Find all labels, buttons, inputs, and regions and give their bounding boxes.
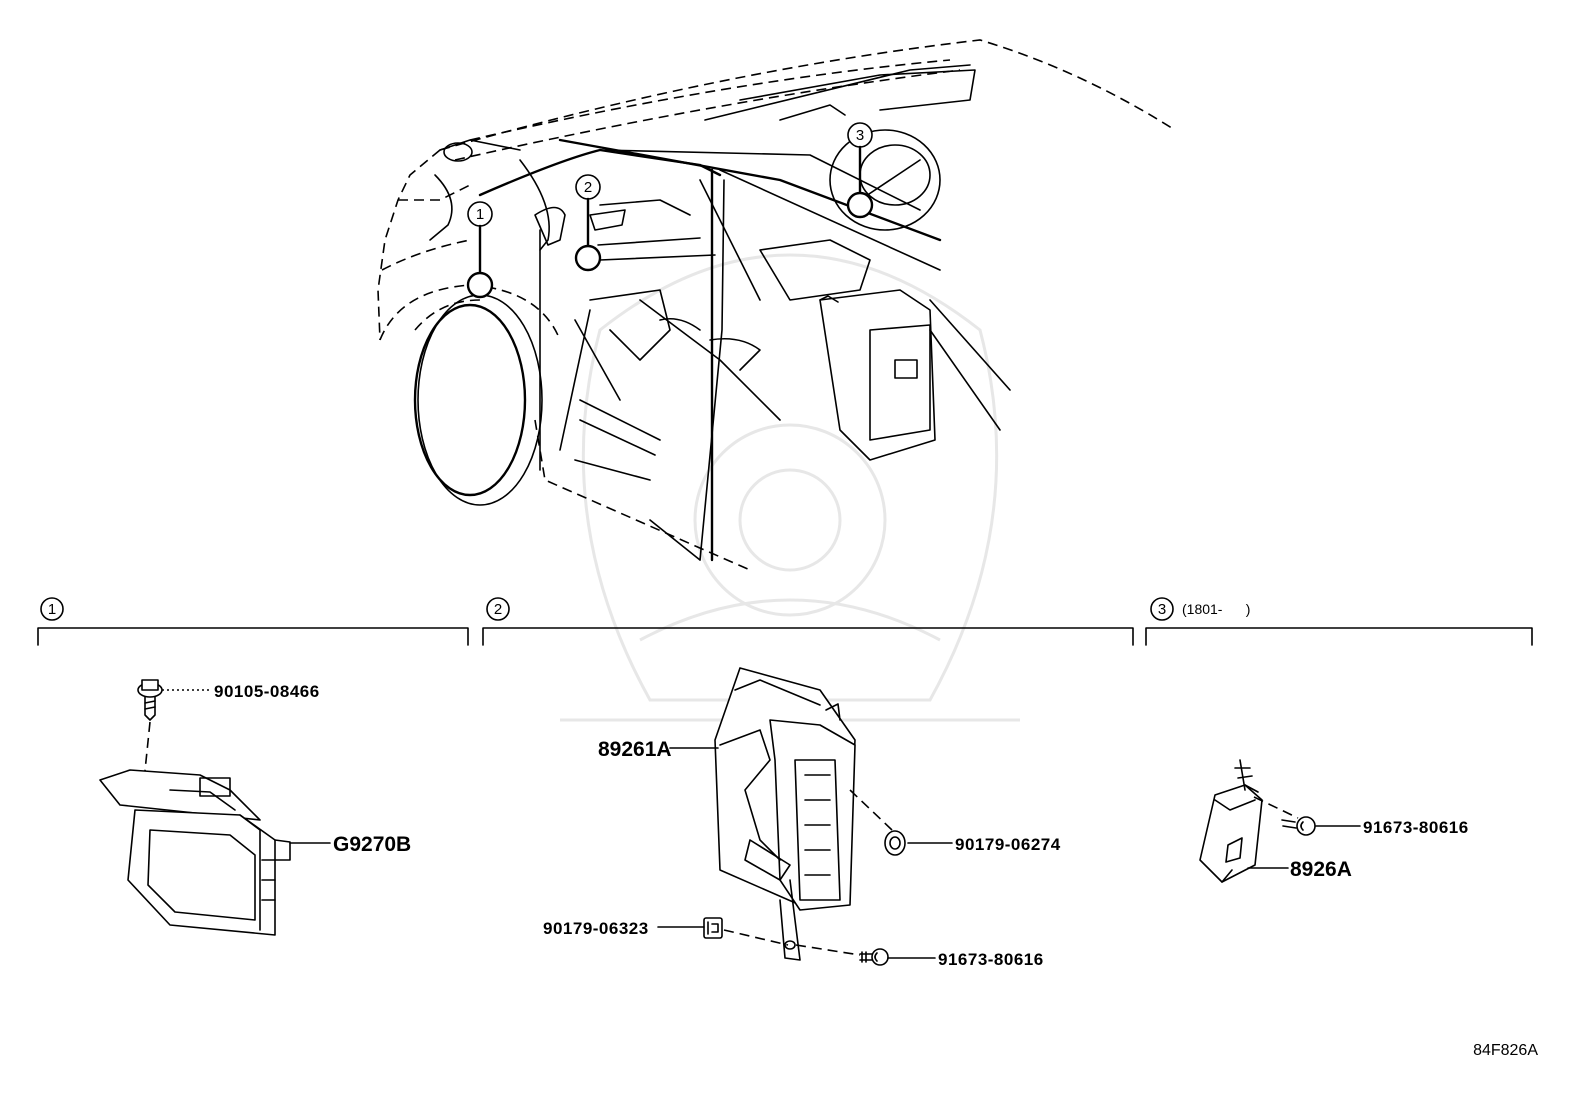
- section-3-parts: 91673-80616 8926A: [1199, 759, 1469, 883]
- label-g9270b[interactable]: G9270B: [333, 833, 411, 856]
- section-2-header: 2: [482, 597, 1134, 646]
- location-marker-3: [846, 191, 874, 219]
- label-89261a[interactable]: 89261A: [598, 738, 672, 761]
- section-3-header: 3 (1801- ): [1145, 597, 1533, 646]
- section-2-parts: 89261A 90179-06274 90179-06323 91673-806…: [543, 667, 1061, 969]
- svg-text:2: 2: [494, 601, 502, 618]
- module-8926a[interactable]: [1199, 759, 1263, 883]
- label-91673-80616-s3[interactable]: 91673-80616: [1363, 818, 1469, 837]
- screw-icon: [859, 948, 889, 966]
- label-8926a[interactable]: 8926A: [1290, 858, 1352, 881]
- vehicle-interior-overview: [377, 39, 1176, 571]
- section-1-header: 1: [37, 597, 469, 646]
- module-g9270b[interactable]: [99, 769, 291, 936]
- svg-text:3: 3: [856, 127, 864, 144]
- module-89261a[interactable]: [714, 667, 856, 961]
- location-callout-2[interactable]: 2: [574, 174, 602, 272]
- svg-text:2: 2: [584, 179, 592, 196]
- svg-text:1: 1: [476, 206, 484, 223]
- nut-icon: [884, 830, 906, 856]
- clip-icon: [703, 917, 723, 939]
- location-callout-3[interactable]: 3: [846, 122, 874, 219]
- location-marker-2: [574, 244, 602, 272]
- location-marker-1: [466, 271, 494, 299]
- section-3-note: (1801- ): [1182, 601, 1250, 617]
- section-1-parts: G9270B 90105-08466: [99, 679, 411, 936]
- label-91673-80616-s2[interactable]: 91673-80616: [938, 950, 1044, 969]
- label-90179-06323[interactable]: 90179-06323: [543, 919, 649, 938]
- svg-text:3: 3: [1158, 601, 1166, 618]
- location-callout-1[interactable]: 1: [466, 201, 494, 299]
- bolt-icon: [137, 679, 163, 721]
- screw-icon: [1281, 816, 1316, 836]
- svg-text:1: 1: [48, 601, 56, 618]
- label-90179-06274[interactable]: 90179-06274: [955, 835, 1061, 854]
- label-90105-08466[interactable]: 90105-08466: [214, 682, 320, 701]
- diagram-code: 84F826A: [1473, 1042, 1538, 1059]
